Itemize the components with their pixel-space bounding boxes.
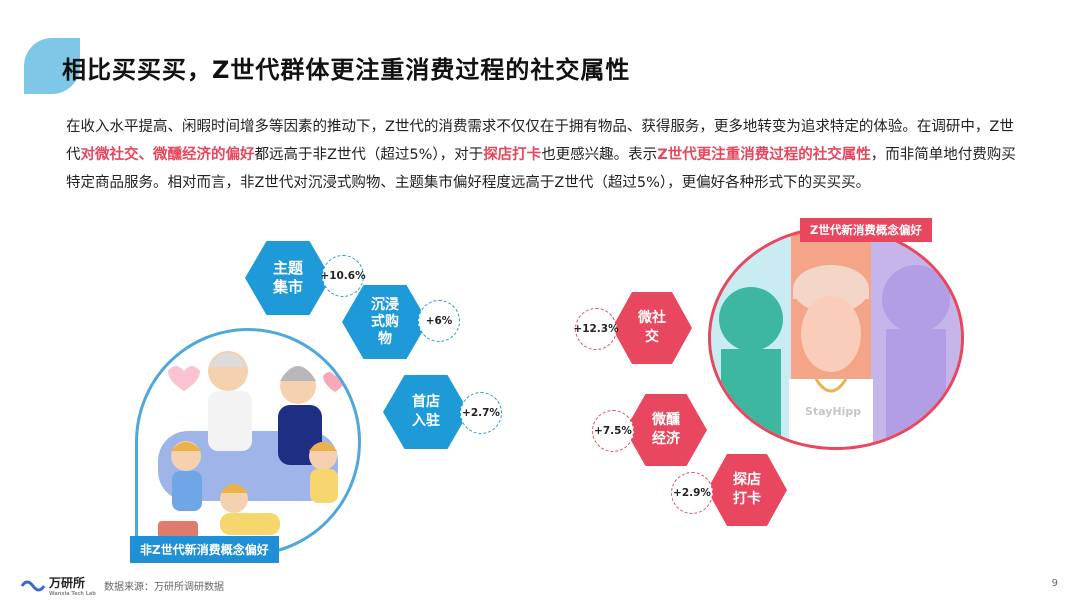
delta-bubble: +12.3% bbox=[573, 308, 619, 350]
hex-label-line: 微醺 bbox=[652, 412, 680, 428]
hex-label-line: 集市 bbox=[272, 278, 303, 296]
brand-logo: 万研所 Wanxia Tech Lab bbox=[20, 574, 96, 597]
paragraph-text: ，而非简单地付费购买特定商品服务。相对而言，非Z世代对沉浸式购物、主题集市偏好程… bbox=[66, 147, 1016, 191]
paragraph-text: 都远高于非Z世代（超过5%），对于 bbox=[254, 147, 484, 163]
paragraph-text: 也更感兴趣。表示 bbox=[541, 147, 658, 163]
hex-label-line: 打卡 bbox=[733, 491, 761, 507]
hex-theme-market: 主题集市 bbox=[245, 241, 331, 315]
shirt-text: StayHipp bbox=[805, 405, 862, 418]
hex-label-line: 探店 bbox=[733, 472, 761, 488]
z-generation-illustration: StayHipp bbox=[708, 226, 964, 450]
page-number: 9 bbox=[1051, 578, 1058, 589]
hex-first-store: 首店入驻 bbox=[383, 375, 469, 449]
delta-bubble: +7.5% bbox=[592, 410, 634, 452]
brand-logo-icon bbox=[20, 580, 46, 591]
hex-label-line: 微社 bbox=[638, 310, 666, 326]
family-illustration-art bbox=[158, 351, 347, 541]
hex-store-checkin: 探店打卡 bbox=[707, 454, 787, 526]
hex-label-line: 沉浸 bbox=[371, 296, 399, 313]
delta-bubble: +2.9% bbox=[671, 472, 713, 514]
hex-tipsy-economy: 微醺经济 bbox=[625, 394, 707, 466]
delta-bubble: +2.7% bbox=[460, 392, 502, 434]
intro-paragraph: 在收入水平提高、闲暇时间增多等因素的推动下，Z世代的消费需求不仅仅在于拥有物品、… bbox=[66, 113, 1026, 197]
delta-bubble: +6% bbox=[418, 300, 460, 342]
data-source: 数据来源：万研所调研数据 bbox=[104, 582, 224, 593]
left-group-tag: 非Z世代新消费概念偏好 bbox=[130, 536, 279, 563]
hex-label-line: 式购 bbox=[371, 313, 399, 330]
title-accent-shape bbox=[24, 38, 80, 94]
brand-logo-subtext: Wanxia Tech Lab bbox=[49, 591, 96, 597]
paragraph-text: 在收入水平提高、闲暇时间增多等因素的推动下，Z世代的消费需求不仅仅在于拥有物品、… bbox=[66, 119, 1014, 163]
hex-immersive-shopping: 沉浸式购物 bbox=[342, 285, 428, 359]
hex-micro-social: 微社交 bbox=[612, 292, 692, 364]
hex-label-line: 物 bbox=[378, 330, 392, 347]
page-title: 相比买买买，Z世代群体更注重消费过程的社交属性 bbox=[62, 56, 631, 84]
hex-label-line: 经济 bbox=[652, 431, 680, 447]
family-illustration bbox=[135, 328, 361, 556]
hex-label-line: 入驻 bbox=[412, 413, 440, 429]
paragraph-highlight: Z世代更注重消费过程的社交属性 bbox=[657, 147, 871, 163]
hex-label-line: 首店 bbox=[412, 394, 440, 410]
right-group-tag: Z世代新消费概念偏好 bbox=[800, 218, 932, 242]
paragraph-highlight: 对微社交、微醺经济的偏好 bbox=[80, 147, 255, 163]
brand-logo-text: 万研所 bbox=[49, 576, 86, 590]
paragraph-highlight: 探店打卡 bbox=[483, 147, 542, 163]
hex-label-line: 主题 bbox=[272, 259, 303, 277]
delta-bubble: +10.6% bbox=[320, 255, 366, 297]
hex-label-line: 交 bbox=[645, 329, 659, 345]
